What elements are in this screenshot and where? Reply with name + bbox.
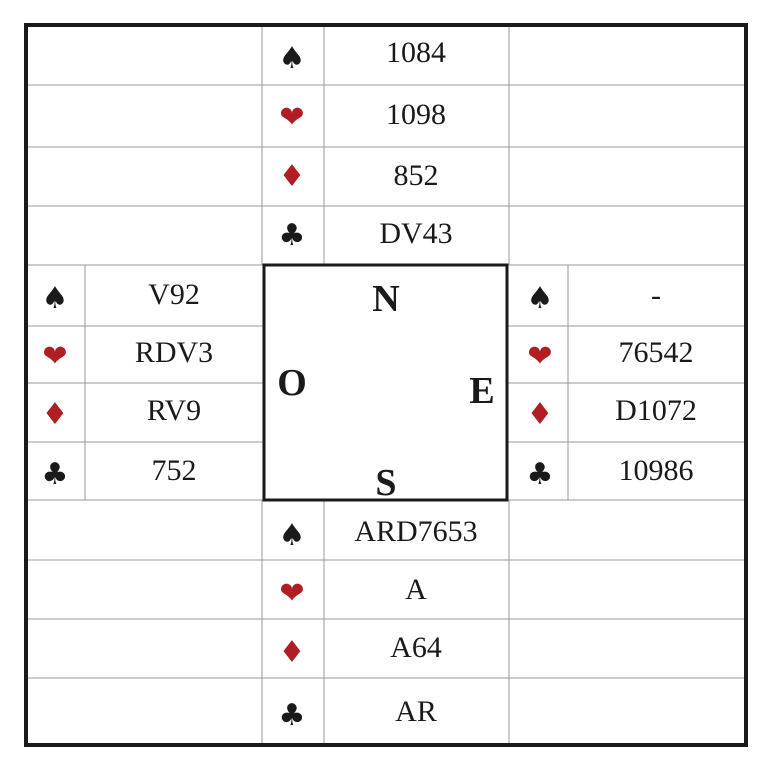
north-spades: 1084 bbox=[386, 36, 446, 69]
east-clubs: 10986 bbox=[619, 454, 694, 487]
south-hand: ♠ ❤ ♦ ♣ ARD7653 A A64 AR bbox=[279, 515, 478, 733]
east-hand: ♠ ❤ ♦ ♣ - 76542 D1072 10986 bbox=[527, 279, 697, 492]
south-club-icon: ♣ bbox=[279, 698, 306, 733]
north-hand: ♠ ❤ ♦ ♣ 1084 1098 852 DV43 bbox=[279, 36, 453, 253]
west-spade-icon: ♠ bbox=[42, 281, 69, 316]
east-club-icon: ♣ bbox=[527, 457, 554, 492]
south-clubs: AR bbox=[395, 695, 437, 728]
south-spade-icon: ♠ bbox=[279, 518, 306, 553]
west-clubs: 752 bbox=[152, 454, 197, 487]
north-spade-icon: ♠ bbox=[279, 41, 306, 76]
north-hearts: 1098 bbox=[386, 98, 446, 131]
compass-east: E bbox=[469, 370, 494, 412]
east-diamond-icon: ♦ bbox=[527, 397, 554, 432]
east-spade-icon: ♠ bbox=[527, 281, 554, 316]
west-diamond-icon: ♦ bbox=[42, 397, 69, 432]
north-diamond-icon: ♦ bbox=[279, 159, 306, 194]
compass-north: N bbox=[372, 278, 399, 320]
west-hand: ♠ ❤ ♦ ♣ V92 RDV3 RV9 752 bbox=[42, 278, 214, 492]
west-hearts: RDV3 bbox=[135, 336, 213, 369]
west-spades: V92 bbox=[148, 278, 200, 311]
south-hearts: A bbox=[405, 573, 427, 606]
compass-labels: N S E O bbox=[277, 278, 494, 504]
compass-south: S bbox=[375, 462, 396, 504]
east-diamonds: D1072 bbox=[615, 394, 697, 427]
north-club-icon: ♣ bbox=[279, 218, 306, 253]
east-spades: - bbox=[651, 279, 661, 312]
east-hearts: 76542 bbox=[619, 336, 694, 369]
west-club-icon: ♣ bbox=[42, 457, 69, 492]
south-diamond-icon: ♦ bbox=[279, 635, 306, 670]
west-heart-icon: ❤ bbox=[42, 339, 67, 374]
south-diamonds: A64 bbox=[390, 631, 442, 664]
diagram-frame bbox=[24, 23, 748, 747]
compass-box bbox=[262, 263, 509, 502]
north-diamonds: 852 bbox=[394, 159, 439, 192]
compass-west: O bbox=[277, 362, 307, 404]
south-spades: ARD7653 bbox=[354, 515, 477, 548]
east-heart-icon: ❤ bbox=[527, 339, 552, 374]
south-heart-icon: ❤ bbox=[279, 576, 304, 611]
west-diamonds: RV9 bbox=[147, 394, 201, 427]
north-heart-icon: ❤ bbox=[279, 100, 304, 135]
north-clubs: DV43 bbox=[379, 217, 452, 250]
